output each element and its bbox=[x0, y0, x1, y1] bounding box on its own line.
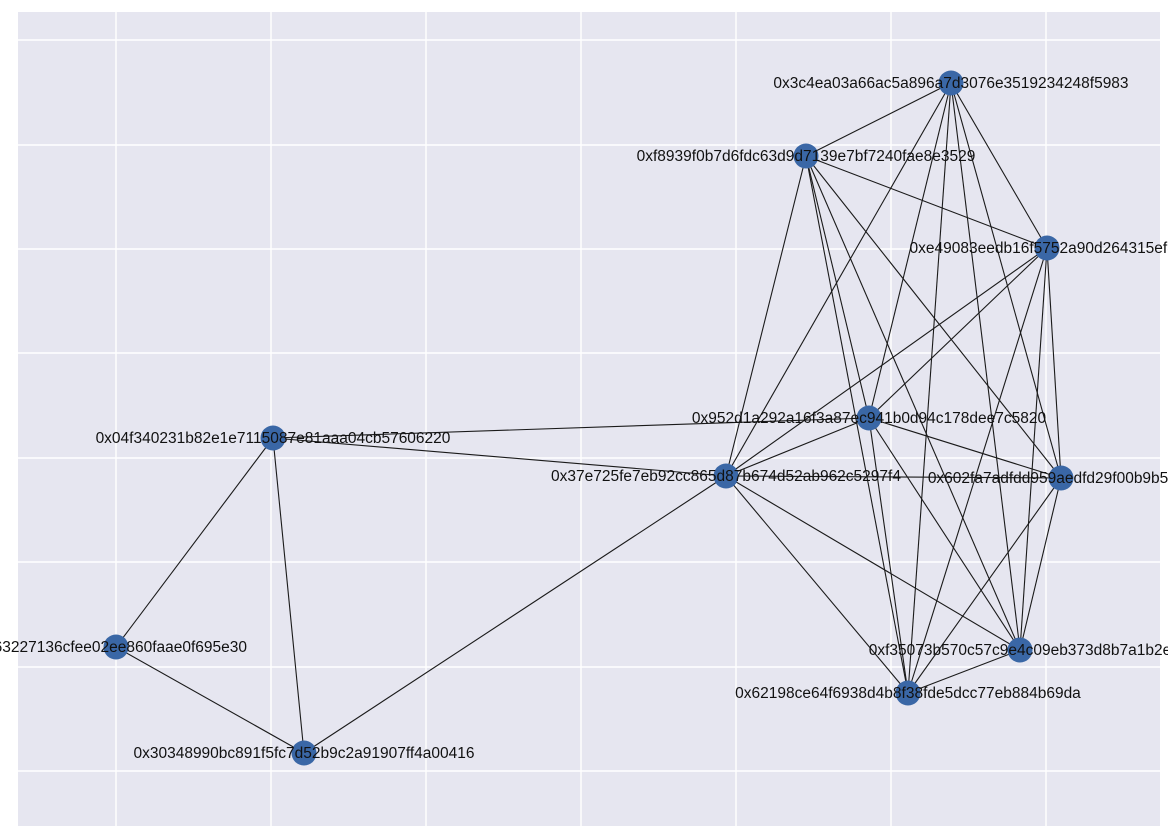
node-label-n9: 0xf35073b570c57c9e4c09eb373d8b7a1b2e bbox=[869, 642, 1168, 659]
edge-n5-n6 bbox=[272, 437, 727, 477]
edge-n7-n10 bbox=[907, 477, 1062, 694]
node-labels: 0x3c4ea03a66ac5a896a7d3076e3519234248f59… bbox=[0, 75, 1168, 762]
edge-n5-n11 bbox=[272, 437, 305, 754]
edge-n6-n7 bbox=[725, 475, 1062, 479]
edge-n3-n10 bbox=[907, 247, 1048, 694]
edge-n6-n11 bbox=[303, 475, 727, 754]
edge-n6-n10 bbox=[725, 475, 909, 694]
edge-n1-n3 bbox=[950, 82, 1048, 249]
edge-n5-n8 bbox=[115, 437, 274, 648]
edge-n6-n9 bbox=[725, 475, 1021, 651]
node-label-n5: 0x04f340231b82e1e7115087e81aaa04cb576062… bbox=[96, 430, 451, 447]
edge-n2-n3 bbox=[805, 155, 1048, 249]
edge-n4-n5 bbox=[272, 417, 870, 439]
node-n8[interactable] bbox=[103, 634, 129, 660]
node-n10[interactable] bbox=[895, 680, 921, 706]
edges bbox=[115, 82, 1062, 754]
edge-n4-n7 bbox=[868, 417, 1062, 479]
node-label-n1: 0x3c4ea03a66ac5a896a7d3076e3519234248f59… bbox=[773, 75, 1128, 92]
node-n6[interactable] bbox=[713, 463, 739, 489]
node-label-n4: 0x952d1a292a16f3a87ec941b0d94c178dee7c58… bbox=[692, 410, 1047, 427]
node-label-n7: 0x602fa7adfdd959aedfd29f00b9b5489 bbox=[928, 470, 1168, 487]
edge-n2-n10 bbox=[805, 155, 909, 694]
node-label-n11: 0x30348990bc891f5fc7d52b9c2a91907ff4a004… bbox=[133, 745, 474, 762]
node-n2[interactable] bbox=[793, 143, 819, 169]
grid bbox=[18, 12, 1160, 826]
node-label-n8: 363227136cfee02ee860faae0f695e30 bbox=[0, 639, 247, 656]
node-n11[interactable] bbox=[291, 740, 317, 766]
edge-n3-n7 bbox=[1046, 247, 1062, 479]
node-n4[interactable] bbox=[856, 405, 882, 431]
edge-n8-n11 bbox=[115, 646, 305, 754]
edge-n1-n2 bbox=[805, 82, 952, 157]
edge-n4-n9 bbox=[868, 417, 1021, 651]
nodes bbox=[103, 70, 1074, 766]
edge-n1-n4 bbox=[868, 82, 952, 419]
node-n9[interactable] bbox=[1007, 637, 1033, 663]
edge-n3-n4 bbox=[868, 247, 1048, 419]
edge-n1-n6 bbox=[725, 82, 952, 477]
edge-n1-n10 bbox=[907, 82, 952, 694]
node-label-n3: 0xe49083eedb16f5752a90d264315ef8a bbox=[910, 240, 1168, 257]
edge-n3-n6 bbox=[725, 247, 1048, 477]
edge-n4-n10 bbox=[868, 417, 909, 694]
edge-n1-n9 bbox=[950, 82, 1021, 651]
node-n5[interactable] bbox=[260, 425, 286, 451]
node-label-n2: 0xf8939f0b7d6fdc63d9d7139e7bf7240fae8e35… bbox=[637, 148, 976, 165]
node-label-n6: 0x37e725fe7eb92cc865d87b674d52ab962c5297… bbox=[551, 468, 901, 485]
edge-n4-n6 bbox=[725, 417, 870, 477]
edge-n1-n7 bbox=[950, 82, 1062, 479]
edge-n3-n9 bbox=[1019, 247, 1048, 651]
edge-n2-n7 bbox=[805, 155, 1062, 479]
node-label-n10: 0x62198ce64f6938d4b8f38fde5dcc77eb884b69… bbox=[735, 685, 1081, 702]
node-n3[interactable] bbox=[1034, 235, 1060, 261]
edge-n9-n10 bbox=[907, 649, 1021, 694]
node-n7[interactable] bbox=[1048, 465, 1074, 491]
edge-n2-n9 bbox=[805, 155, 1021, 651]
edge-n2-n4 bbox=[805, 155, 870, 419]
edge-n7-n9 bbox=[1019, 477, 1062, 651]
plot-background bbox=[18, 12, 1160, 826]
node-n1[interactable] bbox=[938, 70, 964, 96]
